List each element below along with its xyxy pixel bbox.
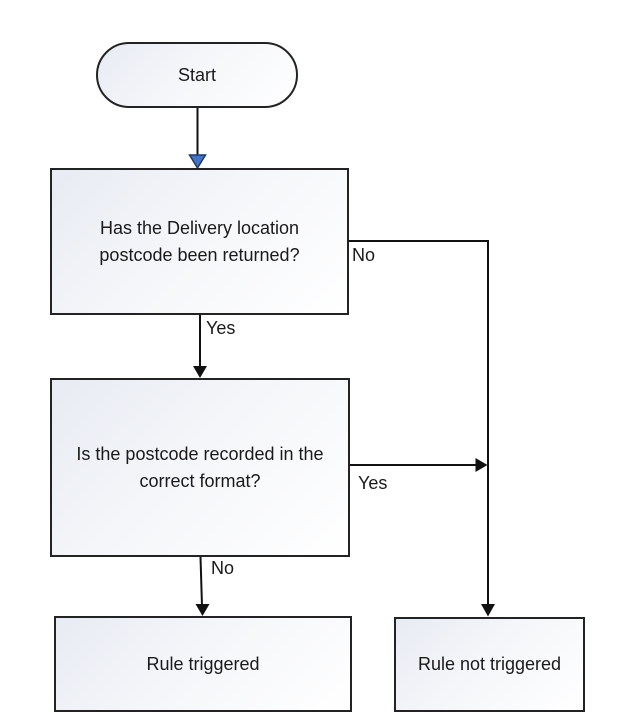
- node-start-label: Start: [177, 64, 216, 85]
- node-rule-triggered-label: Rule triggered: [146, 653, 260, 674]
- edge-decision2-yes: [350, 458, 488, 472]
- edge-label-decision1-yes: Yes: [206, 318, 236, 338]
- node-rule-triggered: Rule triggered: [54, 616, 352, 712]
- arrowhead-into-decision2: [193, 366, 207, 378]
- arrowhead-into-rule-not-triggered: [481, 604, 495, 617]
- edge-start-to-decision1: [188, 108, 207, 170]
- node-rule-not-triggered-label: Rule not triggered: [417, 654, 562, 674]
- node-decision2-label: Is the postcode recorded in the correct …: [76, 443, 324, 491]
- node-decision1-label: Has the Delivery location postcode been …: [99, 217, 300, 265]
- node-rule-not-triggered: Rule not triggered: [394, 617, 585, 712]
- edge-decision2-no: [195, 556, 210, 616]
- node-decision1-postcode-returned: Has the Delivery location postcode been …: [50, 168, 349, 315]
- arrowhead-into-decision1: [188, 154, 207, 170]
- edge-decision1-no: [349, 240, 495, 617]
- arrowhead-into-join-line: [475, 458, 488, 472]
- edge-decision1-yes: [193, 315, 207, 378]
- node-decision2-correct-format: Is the postcode recorded in the correct …: [50, 378, 350, 557]
- edge-label-decision2-no: No: [211, 558, 235, 578]
- edge-label-decision1-no: No: [352, 245, 376, 265]
- edge-label-decision2-yes: Yes: [358, 473, 388, 493]
- node-start: Start: [96, 42, 298, 108]
- arrowhead-into-rule-triggered: [195, 604, 210, 616]
